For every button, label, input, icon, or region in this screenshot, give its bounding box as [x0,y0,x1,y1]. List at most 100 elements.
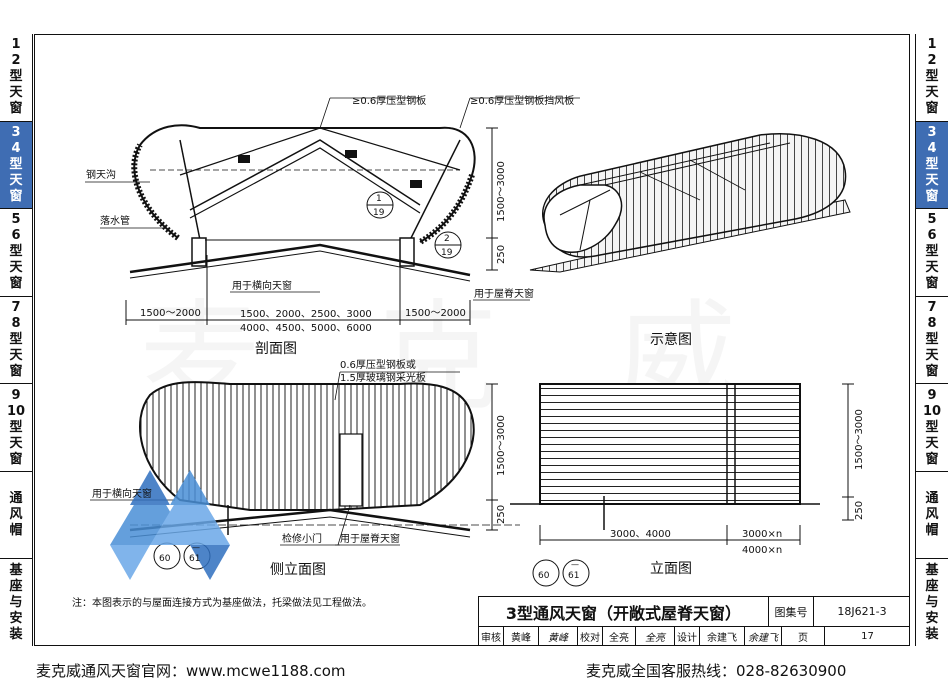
sidebar-tab-char: 7 [11,300,21,316]
page-number: 17 [861,630,874,642]
sidebar-tab-char: 窗 [925,188,939,204]
elevation-dim-n2: 4000×n [742,545,782,556]
sidebar-tab-char: 窗 [9,276,23,292]
review-signature: 黄峰 [539,626,578,646]
sidebar-tab-char: 窗 [925,451,939,467]
section-label-downpipe: 落水管 [100,214,130,227]
sidebar-tab-char: 帽 [925,523,939,539]
section-label-top-left: ≥0.6厚压型钢板 [352,94,426,107]
side-elevation-caption: 侧立面图 [270,562,326,578]
sidebar-tab-char: 风 [925,507,939,523]
sidebar-tab-char: 型 [925,419,939,435]
sidebar-tab-6[interactable]: 基座与安装 [916,559,948,646]
sidebar-tab-5[interactable]: 通风帽 [0,472,32,560]
sidebar-tab-char: 型 [925,332,939,348]
sidebar-tab-char: 基 [925,562,939,578]
section-ref2-top: 2 [444,234,450,244]
sidebar-tab-char: 装 [925,626,939,642]
sidebar-tab-char: 9 [927,387,937,403]
review-name: 黄峰 [504,626,539,646]
elevation-ref-a: 60 [538,571,550,581]
sidebar-tab-char: 2 [927,53,937,69]
sidebar-tab-char: 4 [11,140,21,156]
sidebar-tab-char: 10 [6,403,26,419]
title-block: 3型通风天窗（开敞式屋脊天窗） 图集号 18J621-3 审核 黄峰 黄峰 校对… [478,596,910,646]
sidebar-tab-char: 天 [9,172,23,188]
elevation-dim-width: 3000、4000 [610,529,671,540]
side-label-panel-1: 0.6厚压型钢板或 [340,358,416,371]
sidebar-tab-char: 安 [925,610,939,626]
section-ref1-top: 1 [376,194,382,204]
sidebar-tab-char: 型 [9,419,23,435]
section-view [85,97,580,325]
sidebar-tab-char: 型 [925,69,939,85]
sidebar-tab-char: 天 [925,172,939,188]
elevation-ref-b: 61 [568,571,579,581]
section-label-transverse: 用于横向天窗 [232,279,292,292]
sidebar-tab-char: 6 [11,228,21,244]
section-label-ridge: 用于屋脊天窗 [474,287,534,300]
sidebar-tab-5[interactable]: 通风帽 [916,472,948,560]
sidebar-tab-char: 2 [11,53,21,69]
sidebar-tab-char: 窗 [9,451,23,467]
sidebar-tab-char: 4 [927,140,937,156]
footer-hotline: 麦克威全国客服热线：028-82630900 [586,662,847,680]
sidebar-tab-char: 窗 [9,364,23,380]
side-ref-b: 61 [189,554,200,564]
sidebar-tab-char: 1 [11,37,21,53]
section-dim-height: 1500～3000 [496,161,507,222]
sidebar-tab-char: 5 [11,212,21,228]
design-signature: 余建飞 [745,626,782,646]
sidebar-tab-char: 天 [9,435,23,451]
design-name: 余建飞 [700,626,745,646]
section-dim-left: 1500～2000 [140,308,201,319]
logo-watermark [110,470,230,580]
check-label: 校对 [578,626,603,646]
drawing-title: 3型通风天窗（开敞式屋脊天窗） [479,597,769,626]
sidebar-tab-char: 1 [927,37,937,53]
sidebar-tab-char: 9 [11,387,21,403]
section-dim-right: 1500～2000 [405,308,466,319]
sidebar-tab-char: 型 [9,156,23,172]
check-signature: 全亮 [636,626,675,646]
sidebar-tab-char: 型 [925,244,939,260]
sidebar-tab-char: 6 [927,228,937,244]
elevation-ref-dash: — [571,560,579,569]
sidebar-tab-char: 装 [9,626,23,642]
sidebar-tab-char: 天 [925,85,939,101]
sidebar-tab-char: 帽 [9,523,23,539]
atlas-number: 18J621-3 [837,605,887,618]
sidebar-tab-char: 通 [925,491,939,507]
sidebar-tab-char: 座 [925,578,939,594]
sidebar-tab-char: 型 [9,69,23,85]
design-label: 设计 [675,626,700,646]
atlas-label: 图集号 [769,597,814,626]
sidebar-tab-char: 基 [9,562,23,578]
sidebar-tab-char: 通 [9,491,23,507]
sidebar-tab-char: 天 [925,348,939,364]
sidebar-tab-char: 7 [927,300,937,316]
sidebar-tab-char: 窗 [9,101,23,117]
sidebar-tab-char: 型 [925,156,939,172]
footer-website: 麦克威通风天窗官网：www.mcwe1188.com [36,662,346,680]
side-label-transverse: 用于横向天窗 [92,487,152,500]
sidebar-tab-char: 3 [11,124,21,140]
sidebar-tab-char: 8 [11,316,21,332]
sidebar-tab-6[interactable]: 基座与安装 [0,559,32,646]
sidebar-tab-char: 8 [927,316,937,332]
side-dim-250: 250 [496,505,507,524]
side-label-panel-2: 1.5厚玻璃钢采光板 [340,371,426,384]
sidebar-tab-char: 天 [925,260,939,276]
sidebar-tab-char: 3 [927,124,937,140]
